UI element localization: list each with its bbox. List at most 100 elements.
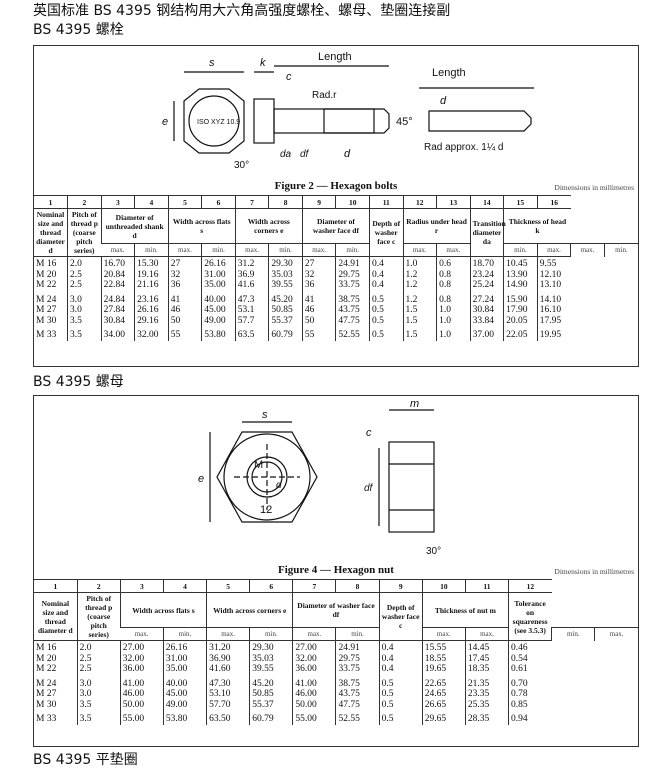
column-number: 7 (234, 195, 269, 209)
subheader: max. (536, 243, 571, 257)
table-cell: 26.16 (134, 305, 169, 316)
subheader: min. (335, 243, 370, 257)
table-cell: M 20 (36, 269, 57, 280)
table-cell: 18.70 (469, 256, 504, 270)
column-header: Pitch of thread p (coarse pitch series) (76, 592, 121, 641)
column-header: Radius under head r (402, 208, 471, 244)
nut-grade-mark: 12 (260, 504, 272, 516)
table-cell: 24.65 (421, 689, 466, 700)
table-cell: 50 (167, 315, 202, 326)
table-cell: 14.90 (503, 280, 538, 291)
table-cell: 23.16 (134, 290, 169, 305)
subheader: max. (570, 243, 605, 257)
column-number: 8 (268, 195, 303, 209)
table-cell: 50.00 (119, 699, 164, 710)
table-cell: 1.2 (402, 269, 437, 280)
table-cell: 31.20 (206, 640, 250, 654)
table-cell: 55 (301, 326, 336, 341)
table-cell: 30.84 (469, 305, 504, 316)
column-number: 11 (368, 195, 404, 209)
table-cell: 1.2 (402, 290, 437, 305)
e-label: e (162, 116, 168, 128)
table-cell: 0.8 (436, 269, 471, 280)
table-cell: 53.80 (162, 710, 207, 725)
nut-side (388, 441, 435, 533)
table-cell: 22.05 (503, 326, 538, 341)
table-cell: 2.5 (67, 280, 102, 291)
column-number: 15 (503, 195, 538, 209)
subheader: max. (436, 243, 471, 257)
table-cell: 27 (301, 256, 336, 270)
table-cell: 31.2 (234, 256, 269, 270)
table-cell: 41.60 (206, 664, 250, 675)
nut-table-units: Dimensions in millimetres (554, 567, 634, 576)
column-header: Thickness of head k (503, 208, 571, 244)
subheader: max. (594, 627, 638, 641)
table-cell: 53.80 (201, 326, 236, 341)
table-cell: 2.5 (76, 664, 121, 675)
table-cell: 55.37 (268, 315, 303, 326)
table-cell: 3.0 (67, 305, 102, 316)
table-cell: 47.75 (335, 315, 370, 326)
table-cell: 3.5 (67, 315, 102, 326)
table-cell: 47.30 (206, 674, 250, 689)
table-cell: 24.91 (335, 256, 370, 270)
table-cell: 41.00 (119, 674, 164, 689)
table-cell: 16.10 (536, 305, 571, 316)
table-cell: 36 (167, 280, 202, 291)
nut-hex (216, 431, 318, 523)
table-cell: 45.00 (162, 689, 207, 700)
table-cell: 18.55 (421, 653, 466, 664)
table-cell: 25.35 (464, 699, 509, 710)
table-cell: M 27 (36, 305, 57, 315)
table-cell: 0.61 (508, 664, 552, 675)
table-cell: 16.70 (100, 256, 135, 270)
subheader: min. (134, 243, 169, 257)
table-cell: 1.5 (402, 315, 437, 326)
table-cell: 26.16 (162, 640, 207, 654)
table-cell: 0.54 (508, 653, 552, 664)
table-cell: 30.84 (100, 315, 135, 326)
table-cell: 41.6 (234, 280, 269, 291)
column-number: 13 (436, 195, 471, 209)
table-cell: 55.00 (292, 710, 336, 725)
column-number: 1 (34, 195, 68, 209)
table-cell: 0.5 (368, 315, 404, 326)
table-cell: 19.95 (536, 326, 571, 341)
table-cell: 17.95 (536, 315, 571, 326)
table-cell: 45.20 (268, 290, 303, 305)
table-cell: 0.5 (378, 674, 423, 689)
table-cell: 0.5 (368, 290, 404, 305)
k-label: k (260, 57, 266, 69)
table-cell: 38.75 (335, 674, 380, 689)
table-cell: 25.24 (469, 280, 504, 291)
table-cell: 29.65 (421, 710, 466, 725)
table-cell: 49.00 (162, 699, 207, 710)
table-cell: 36 (301, 280, 336, 291)
table-cell: 20.05 (503, 315, 538, 326)
table-cell: 26.16 (201, 256, 236, 270)
subheader: max. (421, 627, 466, 641)
bolt-head-circle (188, 95, 240, 147)
nut-table-caption: Figure 4 — Hexagon nut (278, 564, 394, 576)
table-cell: 47.75 (335, 699, 380, 710)
column-header: Nominal size and thread diameter d (34, 592, 78, 641)
column-number: 7 (292, 579, 336, 593)
nut-angle30-label: 30° (426, 546, 441, 557)
subheader: min. (335, 627, 380, 641)
table-cell: 38.75 (335, 290, 370, 305)
nut-e-label: e (198, 473, 204, 485)
subheader: min. (201, 243, 236, 257)
table-cell: 35.00 (201, 280, 236, 291)
rad-approx-label: Rad approx. 1¼ d (424, 141, 504, 153)
table-cell: 36.90 (206, 653, 250, 664)
table-cell: 3.5 (76, 699, 121, 710)
table-cell: 40.00 (201, 290, 236, 305)
